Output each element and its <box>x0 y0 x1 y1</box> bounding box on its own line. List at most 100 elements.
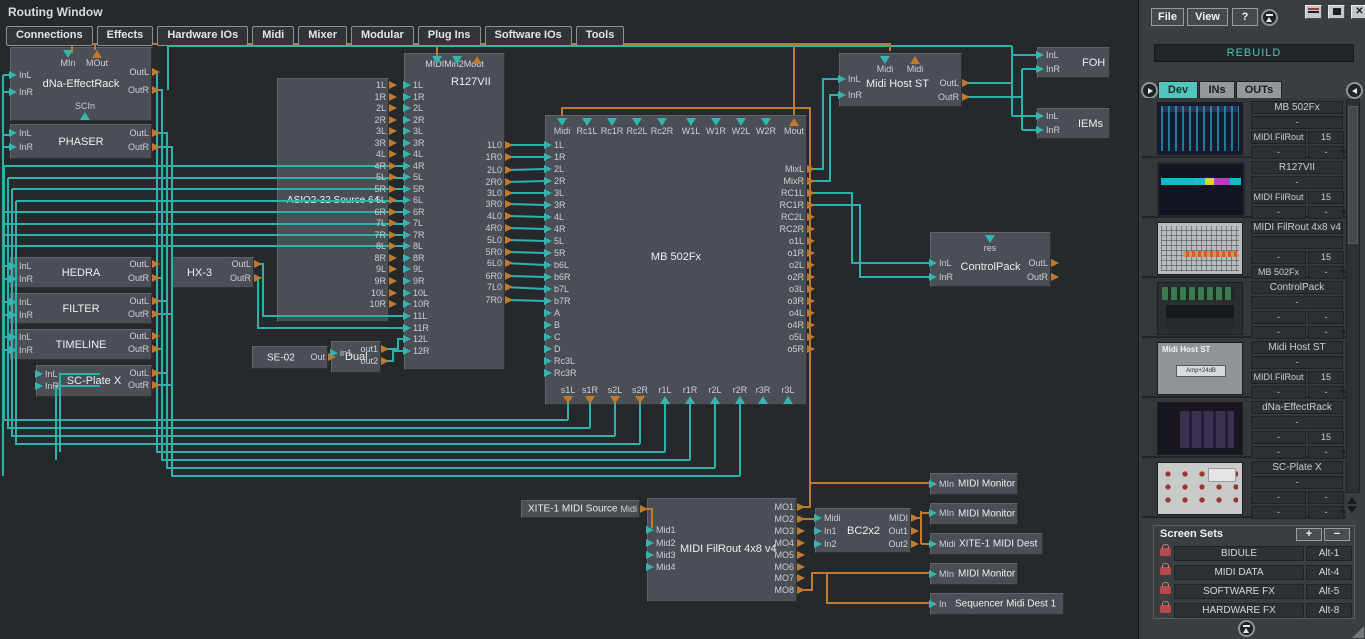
output-port-arrow-icon[interactable] <box>389 265 397 273</box>
input-port-arrow-icon[interactable] <box>403 312 411 320</box>
input-port-arrow-icon[interactable] <box>544 249 552 257</box>
input-port-arrow-icon[interactable] <box>814 514 822 522</box>
device-field-3a[interactable]: MIDI FilRout <box>1251 371 1306 384</box>
input-port-arrow-icon[interactable] <box>403 324 411 332</box>
input-port-arrow-icon[interactable] <box>403 173 411 181</box>
input-port-arrow-icon[interactable] <box>1036 65 1044 73</box>
device-thumbnail[interactable] <box>1157 282 1243 335</box>
input-port-arrow-icon[interactable] <box>735 396 745 404</box>
output-port-arrow-icon[interactable] <box>807 225 815 233</box>
device-field-4a[interactable]: - <box>1251 206 1306 219</box>
output-port-arrow-icon[interactable] <box>807 261 815 269</box>
output-port-arrow-icon[interactable] <box>505 189 513 197</box>
add-screen-set-button[interactable]: + <box>1296 528 1322 541</box>
input-port-arrow-icon[interactable] <box>646 551 654 559</box>
device-field-2[interactable]: - <box>1251 356 1343 369</box>
output-port-arrow-icon[interactable] <box>505 236 513 244</box>
output-port-arrow-icon[interactable] <box>389 196 397 204</box>
input-port-arrow-icon[interactable] <box>711 118 721 126</box>
input-port-arrow-icon[interactable] <box>403 139 411 147</box>
output-port-arrow-icon[interactable] <box>505 259 513 267</box>
input-port-arrow-icon[interactable] <box>403 93 411 101</box>
remove-screen-set-button[interactable]: − <box>1324 528 1350 541</box>
output-port-arrow-icon[interactable] <box>807 177 815 185</box>
output-port-arrow-icon[interactable] <box>807 201 815 209</box>
output-port-arrow-icon[interactable] <box>505 272 513 280</box>
output-port-arrow-icon[interactable] <box>92 50 102 58</box>
panel-bottom-collapse-button[interactable] <box>1238 620 1255 637</box>
output-port-arrow-icon[interactable] <box>807 333 815 341</box>
input-port-arrow-icon[interactable] <box>544 297 552 305</box>
input-port-arrow-icon[interactable] <box>838 75 846 83</box>
input-port-arrow-icon[interactable] <box>544 333 552 341</box>
device-field-3a[interactable]: - <box>1251 311 1306 324</box>
device-field-3b[interactable]: 15 <box>1308 431 1344 444</box>
lock-icon[interactable] <box>1160 544 1171 556</box>
input-port-arrow-icon[interactable] <box>544 237 552 245</box>
input-port-arrow-icon[interactable] <box>9 71 17 79</box>
input-port-arrow-icon[interactable] <box>544 369 552 377</box>
input-port-arrow-icon[interactable] <box>814 540 822 548</box>
input-port-arrow-icon[interactable] <box>403 242 411 250</box>
view-menu-button[interactable]: View <box>1187 8 1228 26</box>
output-port-arrow-icon[interactable] <box>797 527 805 535</box>
output-port-arrow-icon[interactable] <box>807 309 815 317</box>
input-port-arrow-icon[interactable] <box>544 261 552 269</box>
input-port-arrow-icon[interactable] <box>403 208 411 216</box>
module-phaser[interactable]: PHASER <box>10 124 152 159</box>
device-thumbnail[interactable] <box>1157 462 1243 515</box>
device-thumbnail[interactable] <box>1157 102 1243 155</box>
output-port-arrow-icon[interactable] <box>807 285 815 293</box>
lock-icon[interactable] <box>1160 582 1171 594</box>
minimize-button[interactable] <box>1305 5 1322 19</box>
input-port-arrow-icon[interactable] <box>403 289 411 297</box>
dropdown-arrow-icon[interactable] <box>1340 450 1345 455</box>
device-field-2[interactable]: - <box>1251 176 1343 189</box>
output-port-arrow-icon[interactable] <box>610 396 620 404</box>
input-port-arrow-icon[interactable] <box>814 527 822 535</box>
output-port-arrow-icon[interactable] <box>152 143 160 151</box>
dropdown-arrow-icon[interactable] <box>1340 330 1345 335</box>
device-name-field[interactable]: Midi Host ST <box>1251 341 1343 354</box>
output-port-arrow-icon[interactable] <box>152 345 160 353</box>
device-field-4a[interactable]: - <box>1251 506 1306 519</box>
device-field-3b[interactable]: - <box>1308 311 1344 324</box>
device-field-3b[interactable]: 15 <box>1308 191 1344 204</box>
output-port-arrow-icon[interactable] <box>152 369 160 377</box>
input-port-arrow-icon[interactable] <box>544 177 552 185</box>
output-port-arrow-icon[interactable] <box>789 118 799 126</box>
output-port-arrow-icon[interactable] <box>807 321 815 329</box>
input-port-arrow-icon[interactable] <box>686 118 696 126</box>
device-field-4a[interactable]: - <box>1251 146 1306 159</box>
output-port-arrow-icon[interactable] <box>807 249 815 257</box>
input-port-arrow-icon[interactable] <box>403 162 411 170</box>
output-port-arrow-icon[interactable] <box>505 178 513 186</box>
output-port-arrow-icon[interactable] <box>807 189 815 197</box>
input-port-arrow-icon[interactable] <box>452 56 462 64</box>
input-port-arrow-icon[interactable] <box>607 118 617 126</box>
scroll-tabs-right-button[interactable] <box>1346 82 1363 99</box>
output-port-arrow-icon[interactable] <box>152 129 160 137</box>
dropdown-arrow-icon[interactable] <box>1340 510 1345 515</box>
device-field-3a[interactable]: MIDI FilRout <box>1251 191 1306 204</box>
module-sequencer-midi-dest-1[interactable]: Sequencer Midi Dest 1 <box>930 593 1064 615</box>
output-port-arrow-icon[interactable] <box>911 527 919 535</box>
output-port-arrow-icon[interactable] <box>505 153 513 161</box>
device-field-3b[interactable]: 15 <box>1308 131 1344 144</box>
output-port-arrow-icon[interactable] <box>389 150 397 158</box>
lock-icon[interactable] <box>1160 563 1171 575</box>
output-port-arrow-icon[interactable] <box>911 540 919 548</box>
device-field-4b[interactable]: - <box>1308 326 1344 339</box>
output-port-arrow-icon[interactable] <box>563 396 573 404</box>
output-port-arrow-icon[interactable] <box>807 345 815 353</box>
input-port-arrow-icon[interactable] <box>544 213 552 221</box>
device-field-3a[interactable]: - <box>1251 431 1306 444</box>
input-port-arrow-icon[interactable] <box>403 219 411 227</box>
output-port-arrow-icon[interactable] <box>807 273 815 281</box>
output-port-arrow-icon[interactable] <box>389 116 397 124</box>
module-midi-monitor-3[interactable]: MIDI Monitor <box>930 563 1018 585</box>
input-port-arrow-icon[interactable] <box>9 298 17 306</box>
screen-set-shortcut[interactable]: Alt-8 <box>1306 603 1352 618</box>
input-port-arrow-icon[interactable] <box>838 91 846 99</box>
